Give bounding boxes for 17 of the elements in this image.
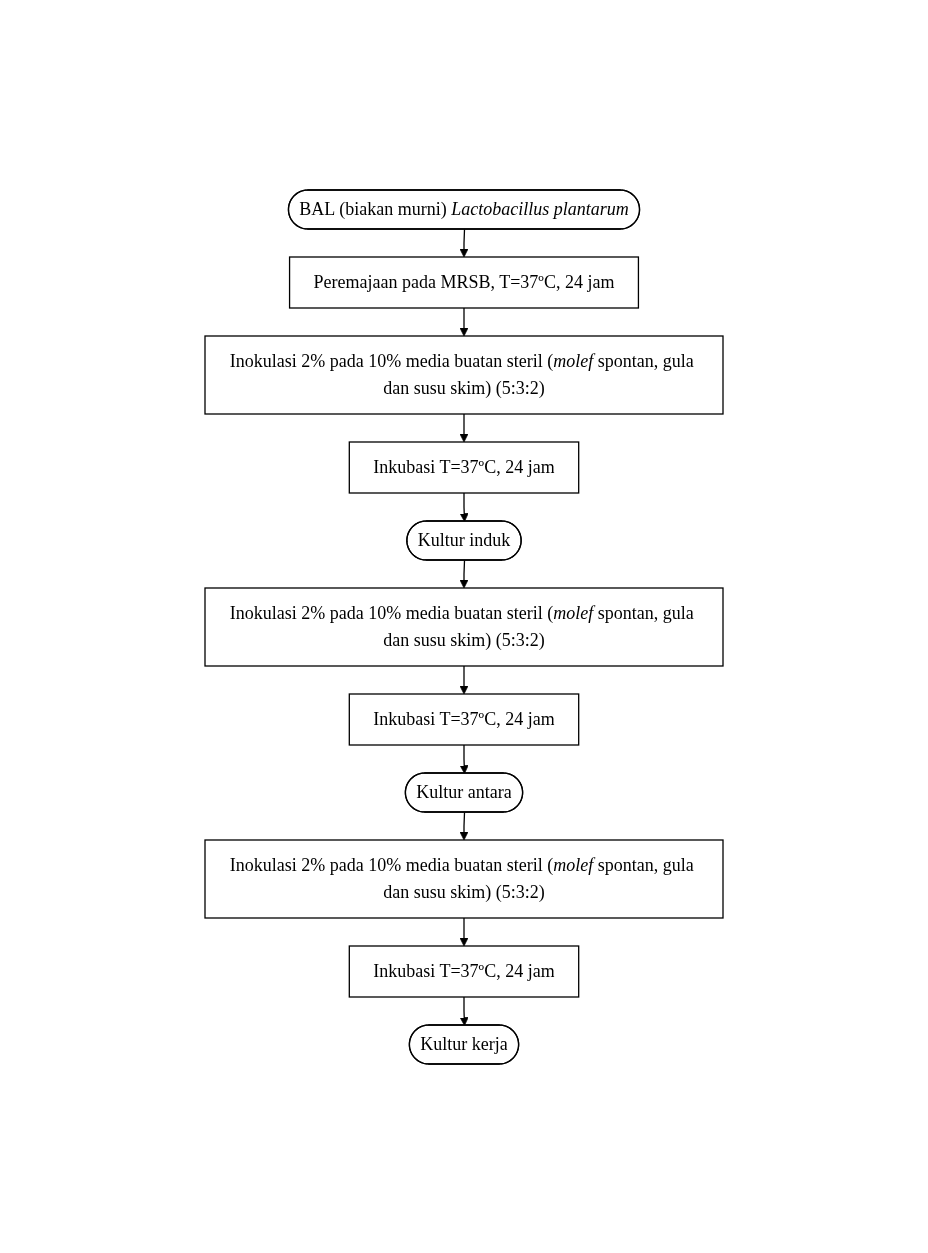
arrow — [459, 559, 469, 588]
arrow — [459, 811, 469, 840]
arrow — [459, 491, 469, 522]
node-box: Inkubasi T=37ºC, 24 jam — [348, 440, 580, 494]
arrow — [459, 664, 469, 694]
arrow — [459, 916, 469, 946]
node-box: Inokulasi 2% pada 10% media buatan steril (molef spontan, gula dan susu skim) (5:3:2) — [204, 586, 724, 667]
arrow — [459, 412, 469, 442]
arrow — [459, 306, 469, 336]
node-box: Peremajaan pada MRSB, T=37ºC, 24 jam — [288, 255, 640, 309]
arrow — [459, 995, 469, 1026]
node-box: Inokulasi 2% pada 10% media buatan steril (molef spontan, gula dan susu skim) (5:3:2) — [204, 838, 724, 919]
node-box: Inkubasi T=37ºC, 24 jam — [348, 944, 580, 998]
arrow — [459, 743, 469, 774]
node-box: Inkubasi T=37ºC, 24 jam — [348, 692, 580, 746]
arrow — [459, 228, 469, 257]
node-box: Inokulasi 2% pada 10% media buatan steril (molef spontan, gula dan susu skim) (5:3:2) — [204, 334, 724, 415]
